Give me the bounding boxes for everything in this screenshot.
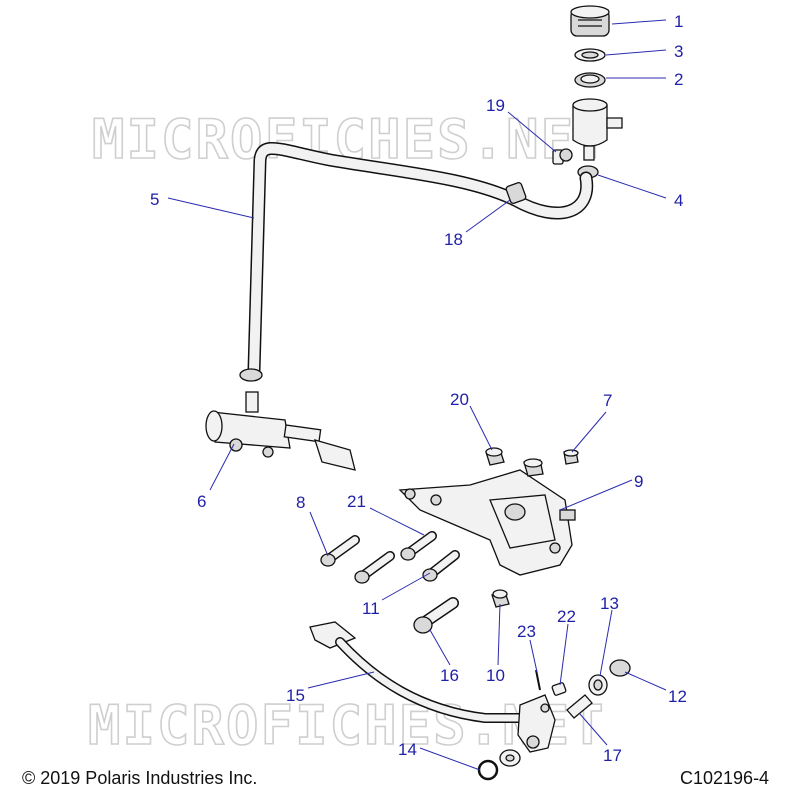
callout-7: 7 [603, 391, 612, 410]
callout-17: 17 [603, 746, 622, 765]
callout-19: 19 [486, 96, 505, 115]
nut-10 [491, 589, 510, 608]
plug-12 [609, 659, 631, 677]
callout-22: 22 [557, 607, 576, 626]
callout-20: 20 [450, 390, 469, 409]
bolt-8 [320, 535, 360, 567]
reservoir-ring [574, 72, 606, 88]
callout-15: 15 [286, 686, 305, 705]
reservoir-screw [552, 148, 573, 165]
sleeve-17 [566, 694, 593, 719]
bushing-13 [588, 674, 608, 696]
callout-9: 9 [634, 472, 643, 491]
diagram-code: C102196-4 [680, 768, 769, 788]
callouts: 1 2 3 4 5 6 7 8 9 10 11 12 13 14 15 16 1… [150, 12, 687, 765]
hose-clamp-lower [239, 368, 263, 382]
bracket-nut-7 [563, 449, 579, 465]
callout-11: 11 [362, 599, 380, 618]
callout-18: 18 [444, 230, 463, 249]
callout-3: 3 [674, 42, 683, 61]
callout-2: 2 [674, 70, 683, 89]
reservoir-body [572, 98, 623, 161]
callout-14: 14 [398, 740, 417, 759]
cotter-pin-23 [535, 669, 541, 691]
callout-6: 6 [197, 492, 206, 511]
callout-23: 23 [517, 622, 536, 641]
callout-12: 12 [668, 687, 687, 706]
brake-pedal [309, 621, 556, 753]
callout-1: 1 [674, 12, 683, 31]
copyright-text: © 2019 Polaris Industries Inc. [22, 768, 257, 788]
callout-4: 4 [674, 191, 683, 210]
bracket-nut-20 [485, 447, 505, 466]
master-cylinder [205, 391, 356, 471]
leader-lines [167, 19, 667, 771]
bolt-pair-upper [400, 531, 437, 561]
callout-10: 10 [486, 666, 505, 685]
bolt-left-lower [354, 551, 395, 584]
callout-21: 21 [347, 492, 366, 511]
callout-8: 8 [296, 493, 305, 512]
bolt-11 [422, 550, 460, 582]
clevis-pin-22 [551, 682, 567, 696]
washer-14 [499, 749, 521, 767]
retaining-ring-14 [477, 759, 499, 781]
bracket-nut-center [523, 458, 544, 477]
callout-13: 13 [600, 594, 619, 613]
bolt-16 [413, 597, 459, 634]
hose-clamp-middle [505, 182, 527, 204]
pedal-bracket [398, 469, 576, 576]
callout-16: 16 [440, 666, 459, 685]
diaphragm [574, 48, 606, 62]
reservoir-cap [570, 5, 610, 37]
callout-5: 5 [150, 190, 159, 209]
brake-hose [247, 141, 594, 377]
